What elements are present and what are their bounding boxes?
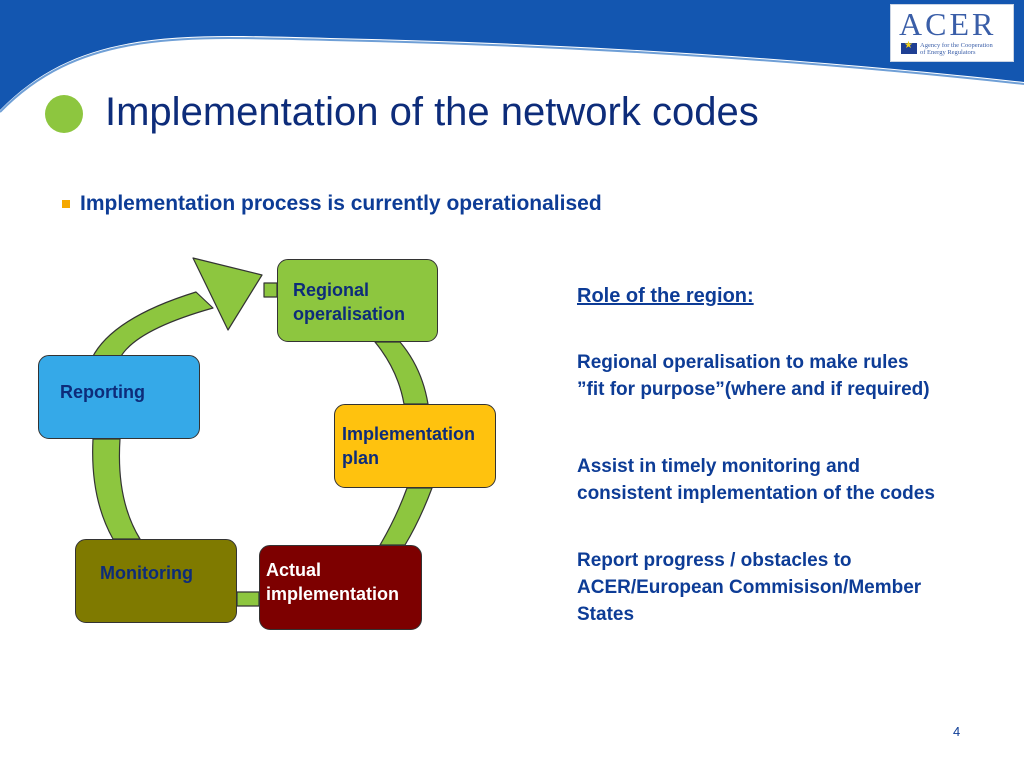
eu-flag-icon [901,40,917,54]
role-item: Regional operalisation to make rules ”fi… [577,352,930,400]
node-reporting: Reporting [38,355,200,439]
connector-monitoring-to-reporting [92,438,141,540]
logo-subtitle: Agency for the Cooperation of Energy Reg… [920,42,993,56]
logo-wordmark: ACER [899,6,997,42]
connector-actual-to-monitoring [236,591,260,607]
square-bullet-icon [62,200,70,208]
slide-subtitle: Implementation process is currently oper… [80,192,602,215]
node-monitoring: Monitoring [75,539,237,623]
role-item: Report progress / obstacles to ACER/Euro… [577,550,922,625]
role-heading: Role of the region: [577,285,754,307]
page-title: Implementation of the network codes [105,90,759,134]
connector-arrow-tail [263,282,278,298]
node-implementation-plan: Implementation plan [334,404,496,488]
arrow-head-reporting-to-regional [192,257,263,331]
node-actual-implementation: Actual implementation [259,545,422,630]
page-number: 4 [953,724,961,739]
title-bullet-icon [45,95,83,133]
node-regional-operalisation: Regional operalisation [277,259,438,342]
acer-logo: ACER Agency for the Cooperation of Energ… [890,4,1014,62]
connector-plan-to-actual [379,487,433,546]
header-swoosh [0,0,1024,113]
arrow-reporting-to-regional [91,291,214,359]
role-item: Assist in timely monitoring and consiste… [577,456,935,504]
connector-regional-to-plan [374,341,429,405]
